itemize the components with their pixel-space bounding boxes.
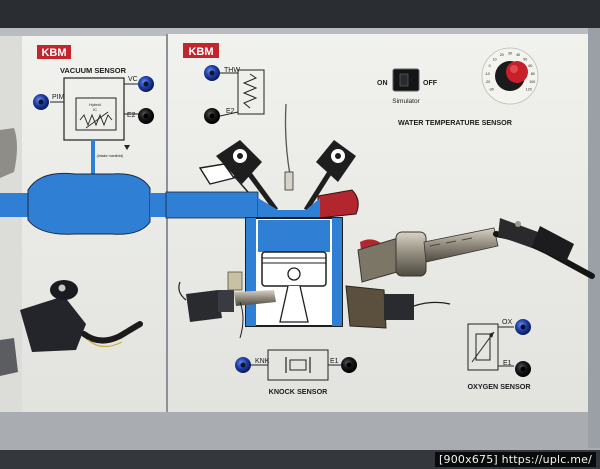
piston <box>261 251 327 323</box>
frame-right <box>588 28 600 448</box>
oxygen-sensor-photo <box>357 218 595 283</box>
water-temperature-title: WATER TEMPERATURE SENSOR <box>398 118 513 127</box>
oxygen-variable-arrow <box>471 331 495 363</box>
knock-crystal <box>289 359 307 371</box>
cylinder-gas <box>258 220 330 252</box>
intake-plenum <box>27 172 151 235</box>
pim-jack-hole <box>38 99 44 105</box>
ox-jack-hole <box>520 324 526 330</box>
watermark: [900x675] https://uplc.me/ <box>435 452 596 467</box>
e2-wire-main <box>219 111 239 117</box>
dial-tick-label: -30 <box>489 88 494 92</box>
edge-clamp <box>0 128 17 178</box>
map-sensor-bolt <box>58 284 66 292</box>
knock-sensor-title: KNOCK SENSOR <box>269 387 329 396</box>
dial-tick-label: 30 <box>508 52 512 56</box>
knock-sensor-photo <box>345 285 451 329</box>
injector-nozzle <box>233 175 249 193</box>
dial-tick-label: 40 <box>516 53 520 57</box>
switch-rocker <box>399 73 409 87</box>
vacuum-resistor-symbol <box>79 113 113 127</box>
knk-jack-hole <box>240 362 246 368</box>
spark-plug-wire <box>284 103 291 176</box>
vc-label: VC <box>128 76 138 83</box>
left-edge-part <box>0 338 18 376</box>
thw-jack-hole <box>209 70 215 76</box>
map-sensor-harness <box>81 321 143 344</box>
intake-duct-middle <box>150 193 168 217</box>
e2-label-main: E2 <box>226 108 235 115</box>
ox-label: OX <box>502 319 512 326</box>
exhaust-cam <box>316 140 356 182</box>
dial-tick-label: 0 <box>489 64 491 68</box>
dial-tick-label: 60 <box>528 64 532 68</box>
dial-tick-label: 20 <box>500 53 504 57</box>
dial-tick-label: -10 <box>485 72 490 76</box>
oxygen-symbol-box <box>467 323 499 371</box>
e1-knock-label: E1 <box>330 358 339 365</box>
dial-tick-label: 100 <box>529 80 535 84</box>
vacuum-arrow-icon <box>124 145 130 150</box>
dial-tick-label: -20 <box>485 80 490 84</box>
e2-jack-main-hole <box>209 113 215 119</box>
e1-oxygen-jack-hole <box>520 366 526 372</box>
temperature-dial[interactable] <box>481 47 539 105</box>
cylinder-wall-right <box>332 218 342 326</box>
thermistor-box <box>237 69 265 115</box>
intake-valve-stem <box>245 170 279 212</box>
switch-off-label: OFF <box>423 80 438 87</box>
switch-on-label: ON <box>377 80 388 87</box>
frame-bottom <box>0 408 600 450</box>
pim-label: PIM <box>52 94 65 101</box>
dial-tick-label: 120 <box>526 88 532 92</box>
main-logo: KBM <box>188 46 213 58</box>
map-sensor-wire-yellow <box>87 339 123 348</box>
frame-top <box>0 28 600 36</box>
oxygen-sensor-title: OXYGEN SENSOR <box>467 382 531 391</box>
combustion-chamber <box>258 198 320 218</box>
oxygen-arrow-head-icon <box>489 332 494 338</box>
exhaust-port <box>317 189 359 219</box>
left-logo: KBM <box>41 47 66 59</box>
exhaust-valve-stem <box>303 170 333 212</box>
vc-jack-hole <box>143 81 149 87</box>
e2-label-left: E2 <box>127 112 136 119</box>
dial-tick-label: 80 <box>531 72 535 76</box>
main-logo-badge <box>183 43 219 58</box>
thermistor-symbol <box>242 73 258 109</box>
injector <box>198 163 236 185</box>
e2-jack-left-hole <box>143 113 149 119</box>
spark-plug <box>284 171 294 191</box>
e1-oxygen-label: E1 <box>503 360 512 367</box>
dial-tick-label: 50 <box>523 57 527 61</box>
vacuum-chip-box <box>75 97 117 131</box>
dial-tick-label: 10 <box>493 57 497 61</box>
knk-label: KNK <box>255 358 270 365</box>
top-shadow <box>0 0 600 30</box>
vacuum-intake-label: (Intake manifold) <box>97 154 124 158</box>
vacuum-variable-arrow <box>85 111 109 129</box>
vacuum-ic-label: IC <box>93 107 97 112</box>
e1-knock-jack-hole <box>346 362 352 368</box>
thw-label: THW <box>224 67 240 74</box>
oxygen-cell <box>475 333 491 361</box>
switch-caption: Simulator <box>392 98 420 105</box>
intake-runner <box>165 191 259 219</box>
coolant-sensor-photo <box>178 271 276 339</box>
left-logo-badge <box>37 45 71 59</box>
vacuum-hybrid-label: Hybrid <box>89 102 101 107</box>
intake-duct-left <box>0 193 30 217</box>
cylinder-wall-left <box>246 218 256 326</box>
vacuum-sensor-title: VACUUM SENSOR <box>60 66 127 75</box>
map-sensor-body <box>20 296 86 352</box>
